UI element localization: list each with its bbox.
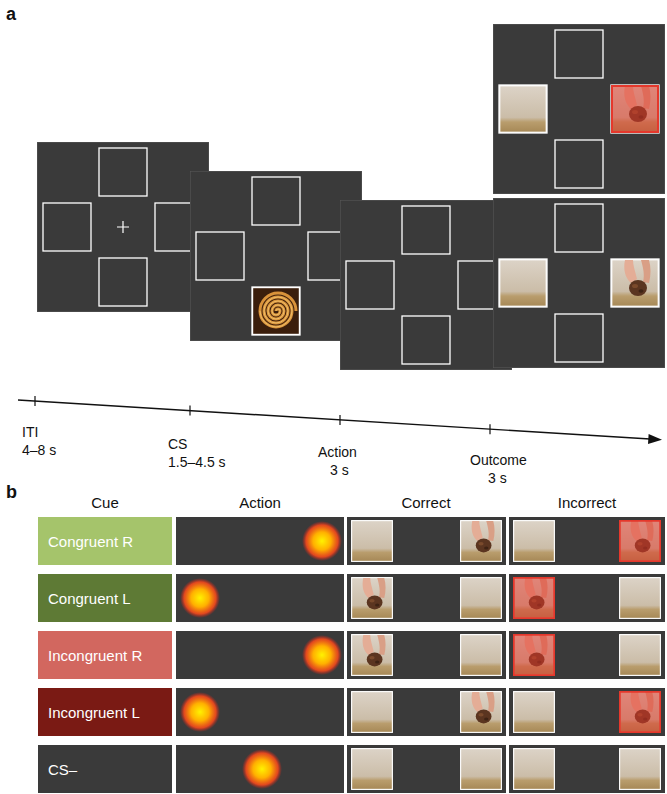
outcome-photo — [352, 578, 393, 619]
action-dot — [180, 692, 220, 732]
outcome-photo — [620, 578, 661, 619]
column-header: Cue — [91, 494, 119, 512]
screen — [493, 198, 665, 368]
cue-label: CS– — [48, 761, 77, 778]
action-dot — [302, 521, 342, 561]
time-label: CS — [168, 436, 187, 453]
table-cells — [176, 517, 665, 793]
arrowhead — [648, 434, 662, 444]
tick-mark — [35, 396, 490, 434]
outcome-photo — [461, 749, 502, 790]
outcome-photo — [352, 635, 393, 676]
outcome-photo — [461, 578, 502, 619]
action-cell — [176, 688, 344, 736]
outcome-cell — [347, 574, 506, 622]
outcome-photo — [620, 635, 661, 676]
outcome-photo — [500, 86, 547, 133]
outcome-cell — [509, 745, 665, 793]
action-cell — [176, 631, 344, 679]
outcome-photo — [514, 521, 555, 562]
outcome-cell — [347, 517, 506, 565]
outcome-photo — [612, 86, 659, 133]
column-header: Action — [239, 494, 281, 512]
fixation-cross — [117, 221, 129, 233]
screen — [190, 171, 362, 341]
cue-label: Congruent L — [48, 590, 131, 607]
cue-label: Incongruent L — [48, 704, 140, 721]
outcome-photo — [620, 521, 661, 562]
cue-box: Congruent L — [38, 574, 172, 622]
time-label: Outcome — [470, 452, 527, 469]
outcome-cell — [347, 745, 506, 793]
cue-box: CS– — [38, 745, 172, 793]
cs-image — [252, 287, 300, 335]
outcome-cell — [509, 688, 665, 736]
timeline-axis — [18, 400, 650, 439]
cue-box: Congruent R — [38, 517, 172, 565]
outcome-photo — [352, 692, 393, 733]
duration-label: 4–8 s — [22, 442, 56, 459]
outcome-photo — [514, 635, 555, 676]
outcome-cell — [347, 631, 506, 679]
outcome-photo — [612, 260, 659, 307]
outcome-photo — [514, 692, 555, 733]
action-dot — [302, 635, 342, 675]
outcome-photo — [461, 521, 502, 562]
outcome-photo — [514, 578, 555, 619]
outcome-photo — [352, 749, 393, 790]
outcome-photo — [514, 749, 555, 790]
action-cell — [176, 574, 344, 622]
column-header: Incorrect — [558, 494, 616, 512]
outcome-cell — [509, 517, 665, 565]
action-dot — [180, 578, 220, 618]
cue-label: Congruent R — [48, 533, 133, 550]
time-label: Action — [318, 444, 357, 461]
action-dot — [242, 749, 282, 789]
panel-letter: b — [6, 482, 17, 504]
outcome-photo — [500, 260, 547, 307]
cue-label: Incongruent R — [48, 647, 142, 664]
screen — [37, 142, 209, 312]
time-label: ITI — [22, 424, 38, 441]
cue-box: Incongruent L — [38, 688, 172, 736]
column-header: Correct — [401, 494, 450, 512]
duration-label: 1.5–4.5 s — [168, 454, 226, 471]
duration-label: 3 s — [330, 462, 349, 479]
outcome-photo — [461, 635, 502, 676]
cue-box: Incongruent R — [38, 631, 172, 679]
action-cell — [176, 517, 344, 565]
outcome-photo — [352, 521, 393, 562]
outcome-photo — [620, 749, 661, 790]
outcome-photo — [620, 692, 661, 733]
screen — [493, 24, 665, 194]
outcome-photo — [461, 692, 502, 733]
duration-label: 3 s — [488, 470, 507, 487]
outcome-cell — [509, 631, 665, 679]
screen — [340, 200, 512, 370]
panel-letter: a — [6, 4, 16, 26]
action-dots — [180, 521, 342, 789]
action-cell — [176, 745, 344, 793]
outcome-cell — [347, 688, 506, 736]
outcome-photos — [352, 521, 661, 790]
outcome-cell — [509, 574, 665, 622]
